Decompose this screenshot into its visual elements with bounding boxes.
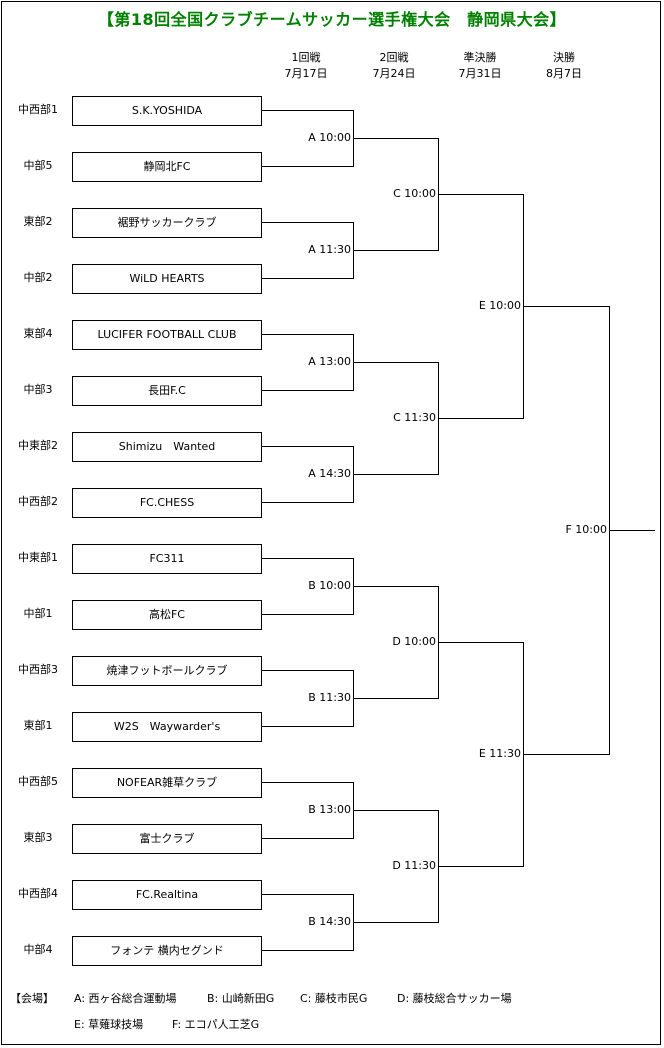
round-date: 8月7日 — [546, 67, 582, 80]
venue-b: B: 山崎新田G — [207, 992, 275, 1005]
bracket-line — [353, 362, 439, 363]
match-label: C 10:00 — [393, 187, 436, 200]
match-label: A 10:00 — [308, 131, 351, 144]
team-box: 長田F.C — [72, 376, 262, 406]
match-label: B 11:30 — [308, 691, 351, 704]
bracket-line — [262, 334, 354, 335]
bracket-line — [353, 250, 439, 251]
team-box: 裾野サッカークラブ — [72, 208, 262, 238]
round-name: 決勝 — [553, 51, 575, 64]
seed-label: 東部3 — [23, 831, 53, 844]
round-name: 準決勝 — [463, 51, 497, 64]
bracket-line — [262, 950, 354, 951]
bracket-line — [353, 138, 439, 139]
match-label: A 13:00 — [308, 355, 351, 368]
seed-label: 東部4 — [23, 327, 53, 340]
team-box: Shimizu Wanted — [72, 432, 262, 462]
team-box: WiLD HEARTS — [72, 264, 262, 294]
bracket-line — [523, 754, 610, 755]
match-label: A 11:30 — [308, 243, 351, 256]
bracket-line — [262, 838, 354, 839]
venue-e: E: 草薙球技場 — [74, 1018, 144, 1031]
bracket-line — [523, 306, 610, 307]
team-box: 高松FC — [72, 600, 262, 630]
seed-label: 中部5 — [23, 159, 53, 172]
venue-legend-label: 【会場】 — [10, 992, 54, 1005]
match-label: B 14:30 — [308, 915, 351, 928]
seed-label: 中西部3 — [18, 663, 58, 676]
team-box: 静岡北FC — [72, 152, 262, 182]
bracket-line — [438, 418, 524, 419]
bracket-line — [262, 782, 354, 783]
semifinal-match-label: E 10:00 — [478, 299, 521, 312]
match-label: B 13:00 — [308, 803, 351, 816]
bracket-line — [262, 558, 354, 559]
round-header-1: 1回戦 7月17日 — [266, 50, 346, 82]
bracket-line — [262, 390, 354, 391]
bracket-line — [262, 166, 354, 167]
page-title: 【第18回全国クラブチームサッカー選手権大会 静岡県大会】 — [97, 10, 567, 29]
match-label: B 10:00 — [308, 579, 351, 592]
bracket-line — [262, 670, 354, 671]
team-box: FC311 — [72, 544, 262, 574]
team-box: フォンテ 横内セグンド — [72, 936, 262, 966]
bracket-line — [438, 866, 524, 867]
final-match-label: F 10:00 — [565, 523, 607, 536]
bracket-line — [438, 642, 524, 643]
venue-d: D: 藤枝総合サッカー場 — [397, 992, 512, 1005]
seed-label: 東部1 — [23, 719, 53, 732]
seed-label: 中部4 — [23, 943, 53, 956]
venue-f: F: エコパ人工芝G — [172, 1018, 260, 1031]
seed-label: 中部1 — [23, 607, 53, 620]
bracket-line — [353, 698, 439, 699]
round-name: 2回戦 — [379, 51, 409, 64]
round-date: 7月31日 — [458, 67, 502, 80]
team-box: 富士クラブ — [72, 824, 262, 854]
seed-label: 中西部2 — [18, 495, 58, 508]
seed-label: 中部3 — [23, 383, 53, 396]
seed-label: 中部2 — [23, 271, 53, 284]
bracket-line — [353, 922, 439, 923]
bracket-line — [438, 194, 524, 195]
bracket-line — [262, 110, 354, 111]
round-header-semifinal: 準決勝 7月31日 — [440, 50, 520, 82]
match-label: C 11:30 — [393, 411, 436, 424]
bracket-line — [262, 894, 354, 895]
round-header-2: 2回戦 7月24日 — [354, 50, 434, 82]
seed-label: 中西部5 — [18, 775, 58, 788]
round-header-final: 決勝 8月7日 — [524, 50, 604, 82]
bracket-line — [609, 530, 655, 531]
team-box: 焼津フットボールクラブ — [72, 656, 262, 686]
venue-c: C: 藤枝市民G — [300, 992, 368, 1005]
bracket-line — [353, 810, 439, 811]
bracket-line — [262, 614, 354, 615]
round-date: 7月17日 — [284, 67, 328, 80]
match-label: D 10:00 — [392, 635, 436, 648]
team-box: NOFEAR雑草クラブ — [72, 768, 262, 798]
bracket-line — [353, 586, 439, 587]
team-box: LUCIFER FOOTBALL CLUB — [72, 320, 262, 350]
round-date: 7月24日 — [372, 67, 416, 80]
seed-label: 中西部1 — [18, 103, 58, 116]
team-box: FC.CHESS — [72, 488, 262, 518]
venue-a: A: 西ヶ谷総合運動場 — [74, 992, 177, 1005]
seed-label: 東部2 — [23, 215, 53, 228]
match-label: A 14:30 — [308, 467, 351, 480]
bracket-line — [262, 502, 354, 503]
bracket-line — [262, 278, 354, 279]
match-label: D 11:30 — [392, 859, 436, 872]
seed-label: 中東部2 — [18, 439, 58, 452]
bracket-line — [262, 446, 354, 447]
bracket-line — [262, 726, 354, 727]
team-box: FC.Realtina — [72, 880, 262, 910]
team-box: W2S Waywarder's — [72, 712, 262, 742]
team-box: S.K.YOSHIDA — [72, 96, 262, 126]
semifinal-match-label: E 11:30 — [478, 747, 521, 760]
round-name: 1回戦 — [291, 51, 321, 64]
seed-label: 中西部4 — [18, 887, 58, 900]
seed-label: 中東部1 — [18, 551, 58, 564]
bracket-line — [353, 474, 439, 475]
bracket-line — [262, 222, 354, 223]
